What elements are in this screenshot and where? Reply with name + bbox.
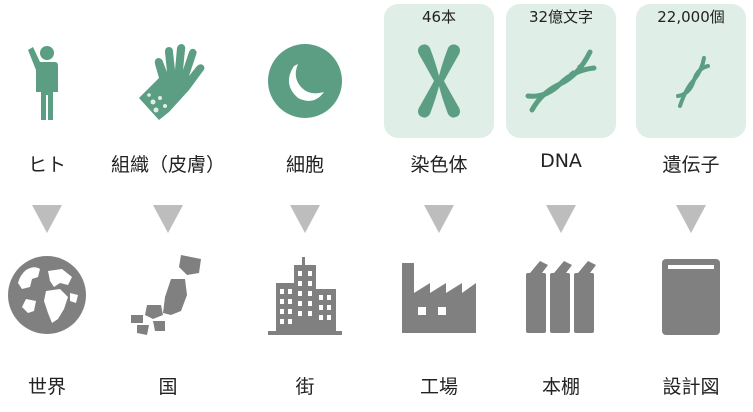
chromosome-icon [418,44,460,118]
label-bookshelf: 本棚 [541,376,580,398]
cell-icon [268,44,342,118]
label-gene: 遺伝子 [662,154,720,176]
column-tissue: 組織（皮膚） 国 [111,0,225,412]
down-arrow-icon [290,205,320,233]
count-panel [636,4,746,138]
dna-helix-icon [525,49,597,113]
label-factory: 工場 [419,376,458,398]
column-cell: 細胞 街 [250,0,360,412]
label-town: 街 [295,376,315,398]
column-dna: 32億文字 DNA 本棚 [506,0,616,412]
label-country: 国 [158,376,178,398]
factory-icon [402,263,476,333]
person-waving-icon [28,46,58,120]
globe-icon [8,256,86,334]
blueprint-book-icon [662,259,720,335]
down-arrow-icon [32,205,62,233]
down-arrow-icon [153,205,183,233]
column-chromosome: 46本 染色体 工場 [384,0,494,412]
count-panel [506,4,616,138]
count-dna: 32億文字 [528,8,594,26]
label-chromosome: 染色体 [410,154,468,176]
down-arrow-icon [424,205,454,233]
count-gene: 22,000個 [657,8,725,26]
down-arrow-icon [676,205,706,233]
japan-map-icon [131,255,201,335]
hand-skin-icon [139,44,205,120]
label-tissue: 組織（皮膚） [110,154,225,176]
label-blueprint: 設計図 [662,376,720,398]
label-cell: 細胞 [285,154,324,176]
label-human: ヒト [27,154,66,176]
city-buildings-icon [268,257,342,335]
gene-icon [676,56,710,108]
bookshelf-icon [526,261,596,333]
count-panel [384,4,494,138]
label-dna: DNA [540,150,582,172]
column-gene: 22,000個 遺伝子 設計図 [636,0,746,412]
down-arrow-icon [546,205,576,233]
label-world: 世界 [27,376,66,398]
count-chromosome: 46本 [421,8,457,26]
column-human: ヒト 世界 [0,0,102,412]
